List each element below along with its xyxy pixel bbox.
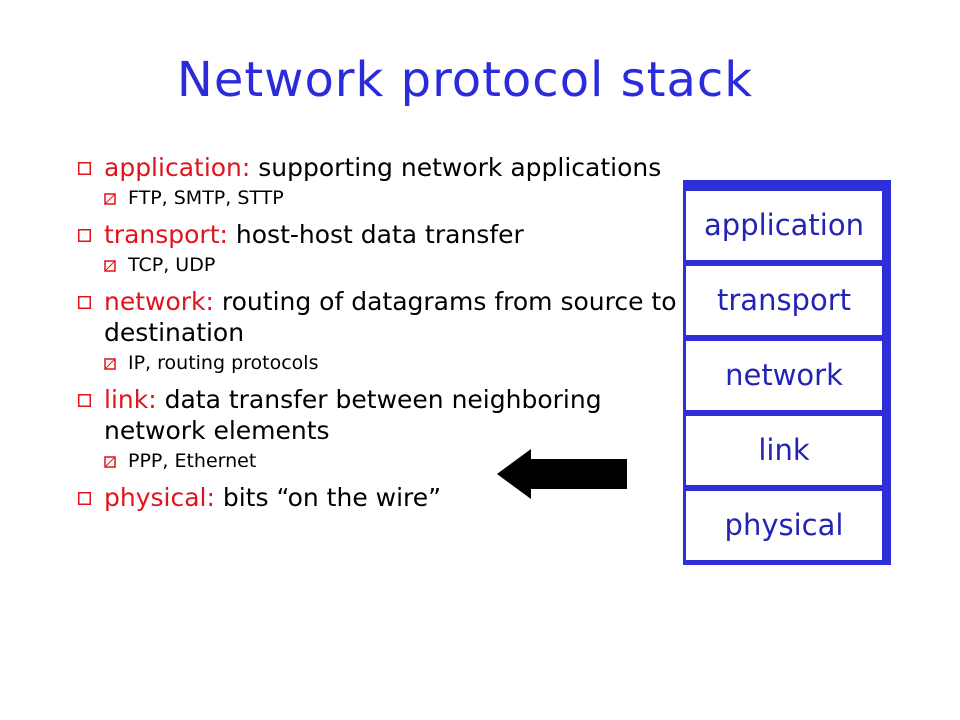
red-square-sub-bullet-icon xyxy=(104,193,116,205)
bullet-application: application: supporting network applicat… xyxy=(78,152,678,183)
sub-bullet-text: PPP, Ethernet xyxy=(128,450,257,472)
bullet-list: application: supporting network applicat… xyxy=(78,152,678,515)
red-square-sub-bullet-icon xyxy=(104,260,116,272)
sub-bullet-transport: TCP, UDP xyxy=(78,252,678,278)
bullet-text: supporting network applications xyxy=(250,153,662,182)
sub-bullet-network: IP, routing protocols xyxy=(78,350,678,376)
red-square-bullet-icon xyxy=(78,492,91,505)
bullet-link: link: data transfer between neighboring … xyxy=(78,384,678,446)
red-square-sub-bullet-icon xyxy=(104,358,116,370)
bullet-keyword: transport: xyxy=(104,220,228,249)
bullet-physical: physical: bits “on the wire” xyxy=(78,482,678,513)
stack-layer-physical: physical xyxy=(686,491,882,560)
stack-layer-link: link xyxy=(686,416,882,485)
sub-bullet-text: FTP, SMTP, STTP xyxy=(128,187,284,209)
protocol-stack: application transport network link physi… xyxy=(683,180,891,565)
stack-layer-network: network xyxy=(686,341,882,410)
sub-bullet-link: PPP, Ethernet xyxy=(78,448,678,474)
bullet-keyword: network: xyxy=(104,287,214,316)
bullet-text: host-host data transfer xyxy=(227,220,524,249)
red-square-bullet-icon xyxy=(78,296,91,309)
red-square-sub-bullet-icon xyxy=(104,456,116,468)
stack-layer-application: application xyxy=(686,191,882,260)
sub-bullet-application: FTP, SMTP, STTP xyxy=(78,185,678,211)
bullet-text: data transfer between neighboring networ… xyxy=(104,385,602,445)
bullet-keyword: link: xyxy=(104,385,157,414)
bullet-text: bits “on the wire” xyxy=(214,483,442,512)
sub-bullet-text: IP, routing protocols xyxy=(128,352,319,374)
bullet-keyword: physical: xyxy=(104,483,215,512)
red-square-bullet-icon xyxy=(78,229,91,242)
slide-title: Network protocol stack xyxy=(176,52,754,108)
bullet-transport: transport: host-host data transfer xyxy=(78,219,678,250)
bullet-text: routing of datagrams from source to dest… xyxy=(104,287,677,347)
left-arrow-icon xyxy=(497,449,627,499)
red-square-bullet-icon xyxy=(78,162,91,175)
red-square-bullet-icon xyxy=(78,394,91,407)
bullet-network: network: routing of datagrams from sourc… xyxy=(78,286,678,348)
sub-bullet-text: TCP, UDP xyxy=(128,254,216,276)
bullet-keyword: application: xyxy=(104,153,251,182)
stack-layer-transport: transport xyxy=(686,266,882,335)
